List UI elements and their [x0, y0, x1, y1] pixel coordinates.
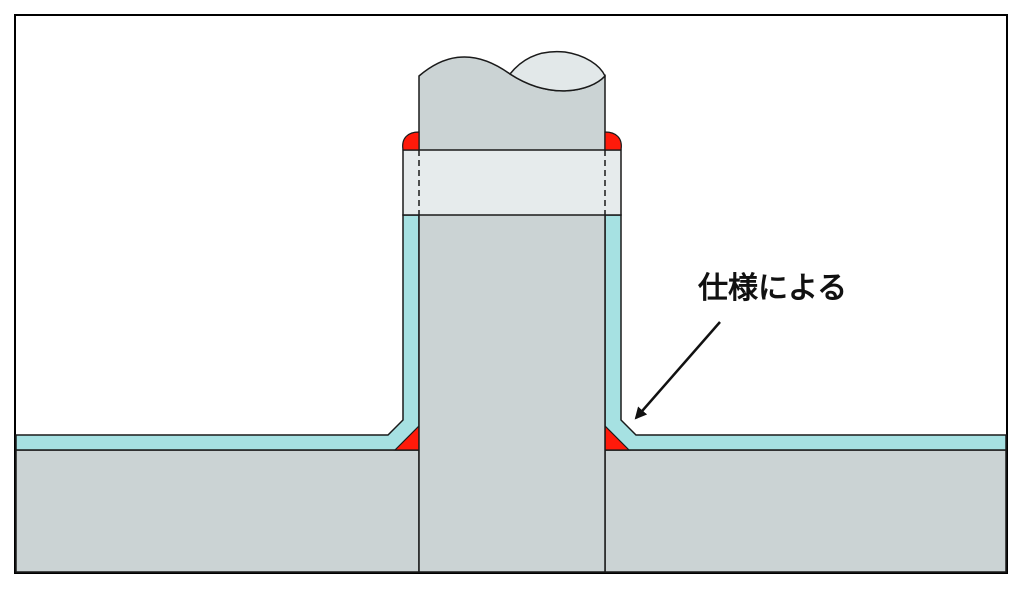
- callout-label: 仕様による: [697, 271, 847, 306]
- sealant-top-right: [604, 131, 622, 151]
- sleeve-collar: [402, 149, 622, 216]
- pipe-body: [418, 56, 606, 573]
- callout-arrow: [634, 321, 721, 420]
- pipe-top-cut: [508, 50, 606, 92]
- base-slab-right: [604, 449, 1007, 573]
- sealant-top-left: [402, 131, 420, 151]
- base-slab-left: [15, 449, 420, 573]
